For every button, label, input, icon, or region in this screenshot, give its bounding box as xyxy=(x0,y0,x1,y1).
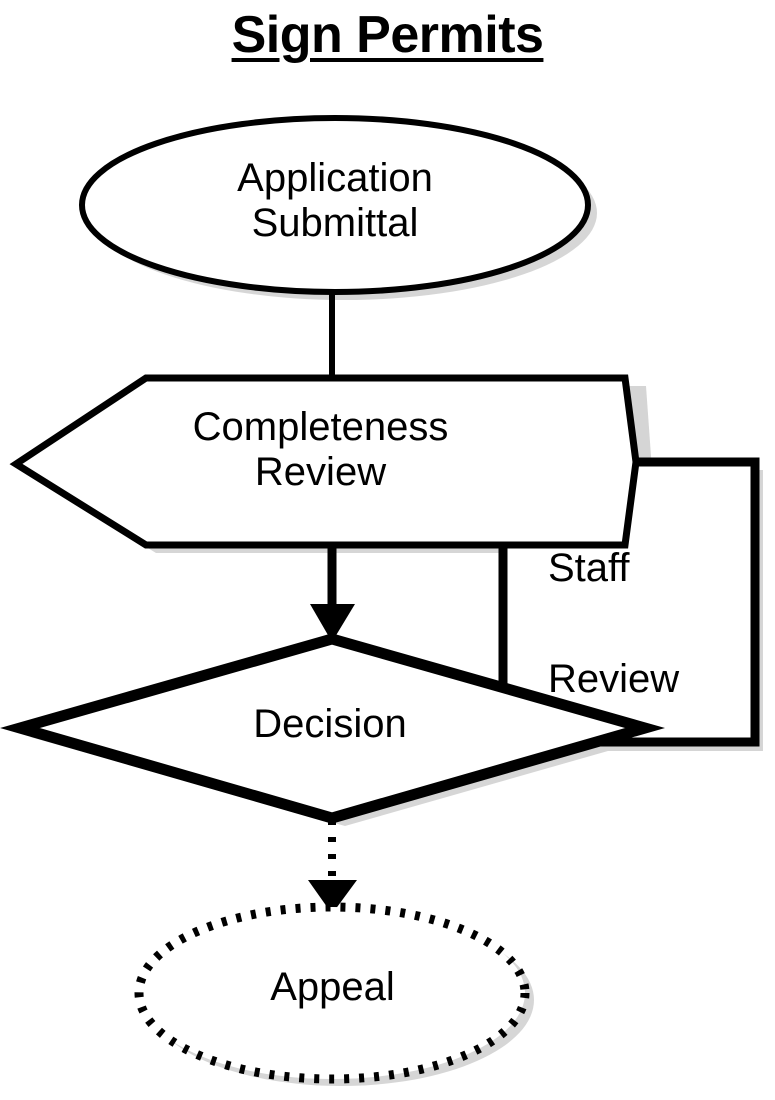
appeal-node[interactable] xyxy=(134,902,530,1084)
completeness-review-hexagon[interactable] xyxy=(9,374,640,549)
decision-diamond[interactable] xyxy=(0,633,666,824)
decision-node[interactable] xyxy=(0,633,666,824)
arrow-head xyxy=(310,604,355,642)
edge-decision-to-appeal xyxy=(308,820,357,914)
completeness-review-node[interactable] xyxy=(9,374,640,549)
dotted-arrow-head xyxy=(308,880,357,914)
edge-completeness-to-decision xyxy=(310,545,355,642)
page-title: Sign Permits xyxy=(231,6,544,64)
appeal-ellipse[interactable] xyxy=(134,902,530,1084)
application-submittal-ellipse[interactable] xyxy=(79,115,591,295)
application-submittal-node[interactable] xyxy=(79,115,591,295)
